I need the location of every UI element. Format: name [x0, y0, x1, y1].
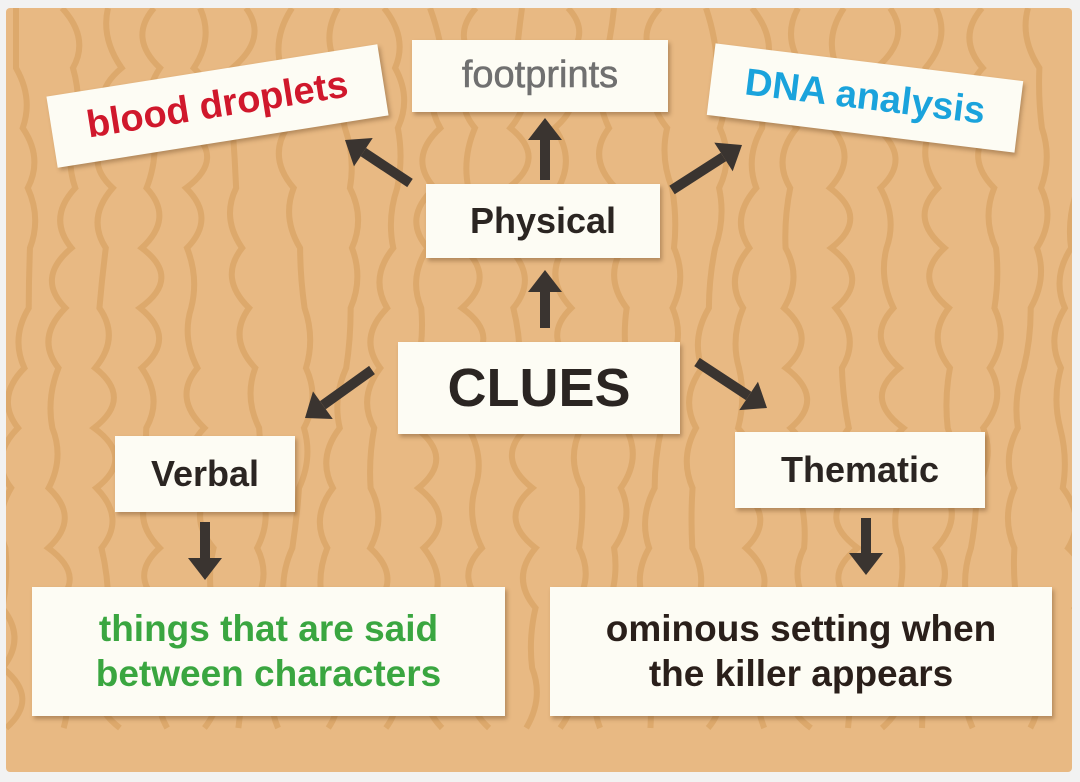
clues-title-card: CLUES — [398, 342, 680, 434]
thematic-example-card: ominous setting when the killer appears — [550, 587, 1052, 716]
arrows-layer — [188, 118, 883, 580]
thematic-card: Thematic — [735, 432, 985, 508]
verbal-example-line2: between characters — [95, 652, 442, 694]
verbal-card: Verbal — [115, 436, 295, 512]
arrow-icon — [669, 142, 742, 195]
verbal-example-line1: things that are said — [98, 608, 439, 650]
verbal-example-card: things that are said between characters — [32, 587, 505, 716]
footprints-card: footprints — [412, 40, 668, 112]
arrow-icon — [345, 137, 413, 188]
thematic-example-line1: ominous setting when — [605, 608, 997, 650]
grain-line — [6, 8, 39, 731]
arrow-icon — [528, 270, 562, 328]
thematic-example-line2: the killer appears — [648, 652, 954, 694]
arrow-icon — [188, 522, 222, 580]
physical-card: Physical — [426, 184, 660, 258]
wood-board: blood droplets footprints DNA analysis P… — [6, 8, 1072, 772]
arrow-icon — [528, 118, 562, 180]
arrow-icon — [694, 357, 767, 411]
arrow-icon — [849, 518, 883, 575]
grain-line — [1051, 9, 1072, 610]
arrow-icon — [305, 365, 375, 420]
